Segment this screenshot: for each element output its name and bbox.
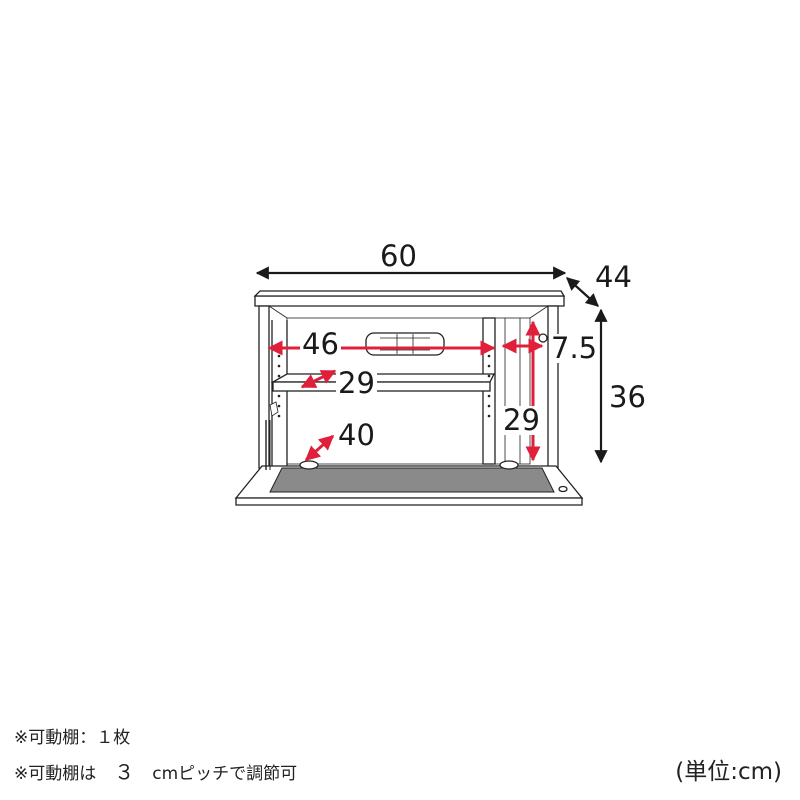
shelf-depth-label: 29 xyxy=(336,366,377,400)
bottom-depth-label: 40 xyxy=(336,418,377,452)
width-label: 60 xyxy=(380,239,417,273)
cabinet-body xyxy=(234,290,584,506)
note-line2-prefix: ※可動棚は xyxy=(14,764,97,784)
shelf-depth-arrow xyxy=(300,369,337,389)
height-label: 36 xyxy=(609,380,646,414)
note-line2-suffix: cmピッチで調節可 xyxy=(152,764,298,784)
depth-label: 44 xyxy=(595,260,632,294)
outer-dimension-lines xyxy=(255,266,608,464)
note-line1-text: ※可動棚：１枚 xyxy=(14,728,131,748)
bottom-depth-arrow xyxy=(304,434,335,462)
note-movable-shelf-count: ※可動棚：１枚 xyxy=(14,723,130,748)
depth-dimension-line xyxy=(566,277,599,307)
note-shelf-pitch: ※可動棚は ３ cmピッチで調節可 xyxy=(14,756,297,785)
unit-label: (単位:cm) xyxy=(675,759,782,785)
note-line2-value: ３ xyxy=(114,760,135,784)
side-gap-label: 7.5 xyxy=(549,331,600,365)
inner-height-label: 29 xyxy=(501,403,542,437)
inner-width-label: 46 xyxy=(300,327,341,361)
